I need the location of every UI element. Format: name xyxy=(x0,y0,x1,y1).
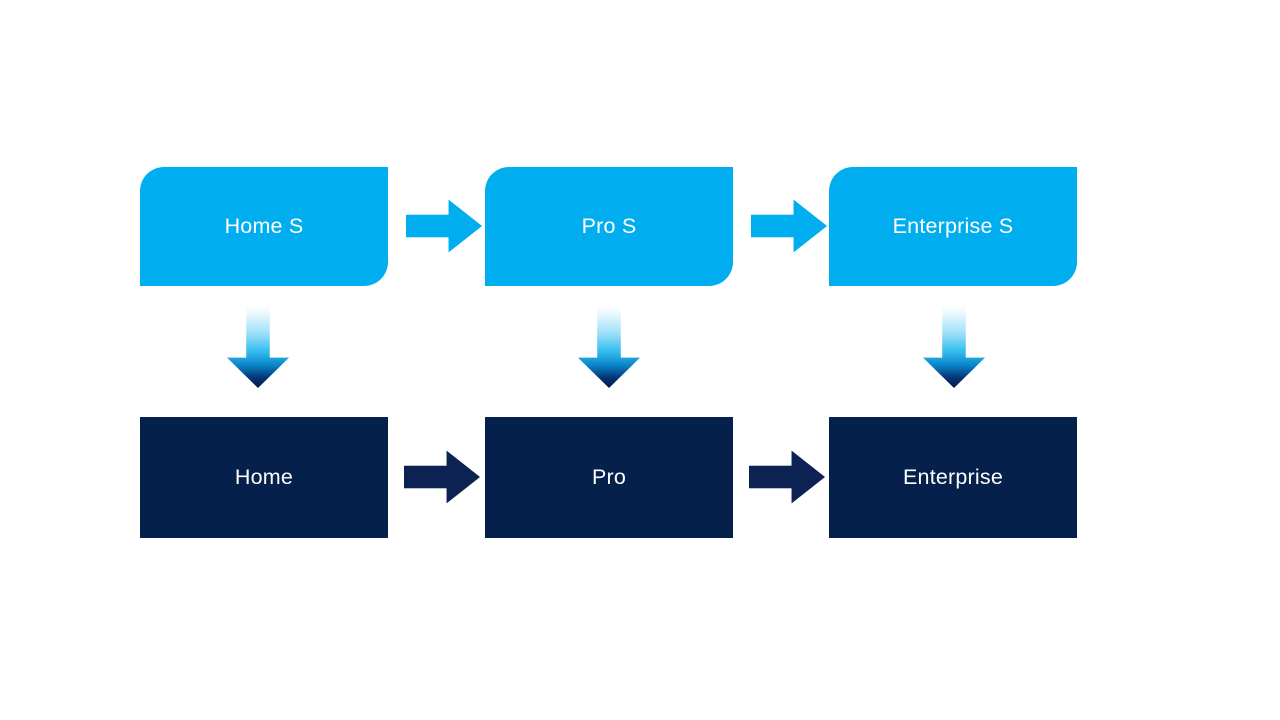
down-arrow-2 xyxy=(578,306,640,388)
node-pro-label: Pro xyxy=(591,464,627,489)
arrow-right-icon xyxy=(404,450,480,504)
node-home-s[interactable]: Home S xyxy=(140,167,388,286)
arrow-down-icon xyxy=(578,306,640,388)
node-pro[interactable]: Pro xyxy=(485,417,733,538)
arrow-down-icon xyxy=(923,306,985,388)
node-enterprise-s-label: Enterprise S xyxy=(892,213,1014,238)
bottom-arrow-2 xyxy=(749,449,825,505)
node-pro-s[interactable]: Pro S xyxy=(485,167,733,286)
down-arrow-1 xyxy=(227,306,289,388)
node-enterprise-label: Enterprise xyxy=(903,464,1003,489)
node-pro-s-label: Pro S xyxy=(581,213,637,238)
node-home[interactable]: Home xyxy=(140,417,388,538)
top-arrow-2 xyxy=(751,198,827,254)
arrow-right-icon xyxy=(406,199,482,253)
top-arrow-1 xyxy=(406,198,482,254)
node-enterprise[interactable]: Enterprise xyxy=(829,417,1077,538)
arrow-down-icon xyxy=(227,306,289,388)
arrow-right-icon xyxy=(749,450,825,504)
arrow-right-icon xyxy=(751,199,827,253)
node-enterprise-s[interactable]: Enterprise S xyxy=(829,167,1077,286)
node-home-label: Home xyxy=(234,464,294,489)
down-arrow-3 xyxy=(923,306,985,388)
node-home-s-label: Home S xyxy=(224,213,304,238)
bottom-arrow-1 xyxy=(404,449,480,505)
